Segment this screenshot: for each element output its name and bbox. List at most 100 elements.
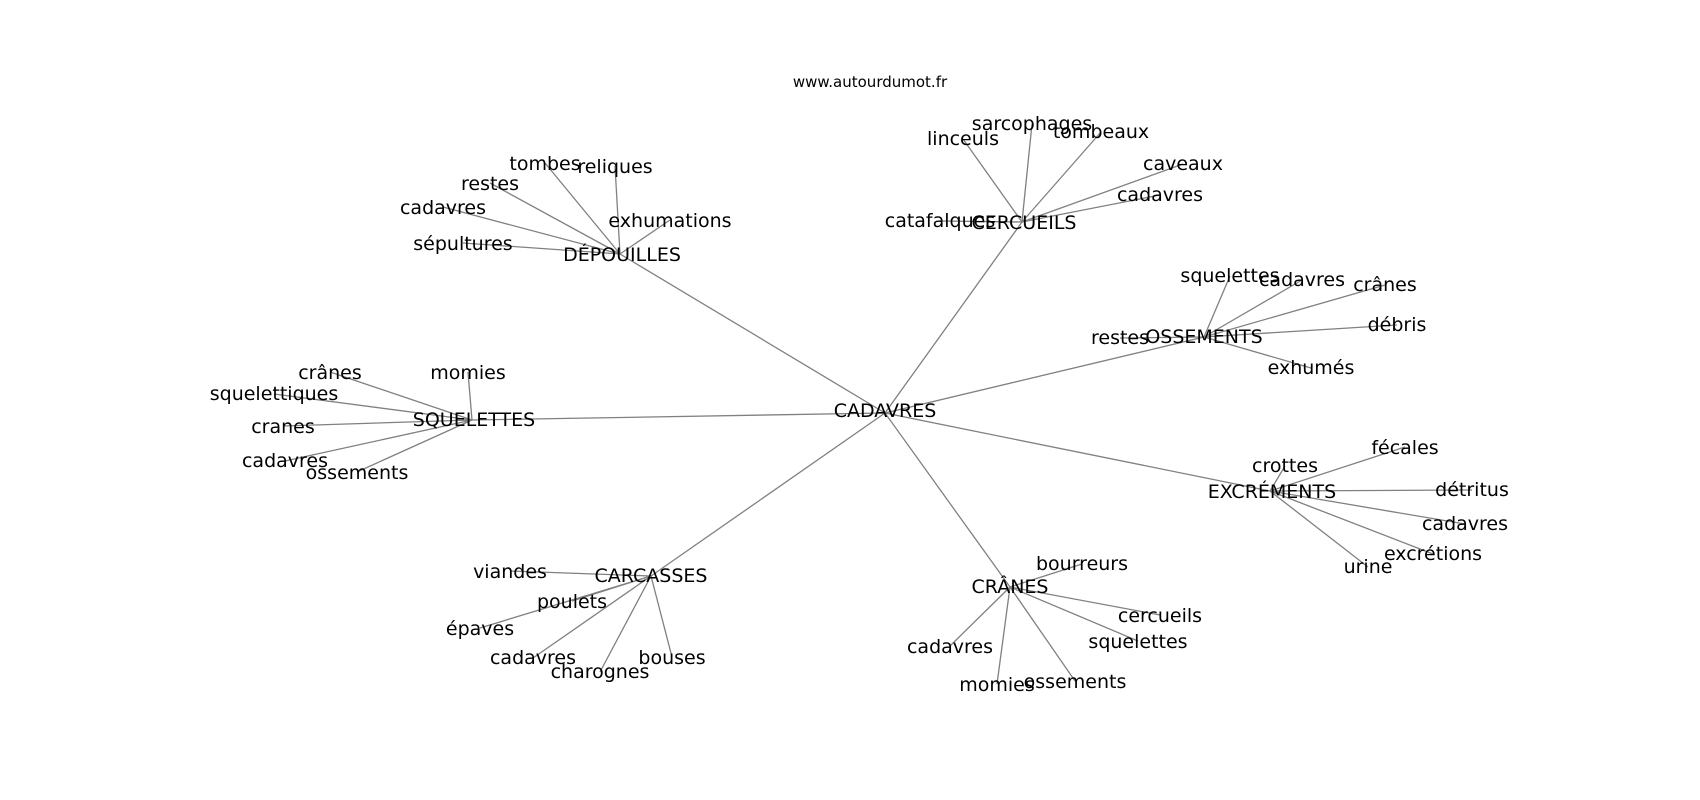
hub-to-word-edge	[1269, 490, 1434, 555]
hub-word[interactable]: OSSEMENTS	[1145, 326, 1262, 348]
leaf-word[interactable]: bourreurs	[1036, 553, 1128, 575]
center-to-hub-edge	[471, 412, 886, 421]
leaf-word[interactable]: sépultures	[413, 233, 512, 255]
leaf-word[interactable]: poulets	[537, 591, 607, 613]
leaf-word[interactable]: cadavres	[400, 197, 486, 219]
leaf-word[interactable]: excrétions	[1384, 543, 1482, 565]
leaf-word[interactable]: cadavres	[242, 450, 328, 472]
hub-word[interactable]: CARCASSES	[595, 565, 708, 587]
leaf-word[interactable]: fécales	[1371, 437, 1438, 459]
hub-to-word-edge	[1021, 194, 1161, 223]
leaf-word[interactable]: ossements	[1024, 671, 1127, 693]
leaf-word[interactable]: exhumations	[608, 210, 731, 232]
center-to-hub-edge	[884, 412, 1271, 492]
leaf-word[interactable]: catafalques	[885, 210, 995, 232]
hub-word[interactable]: DÉPOUILLES	[563, 243, 681, 266]
leaf-word[interactable]: urine	[1344, 556, 1393, 578]
leaf-word[interactable]: cadavres	[490, 647, 576, 669]
leaf-word[interactable]: charognes	[551, 661, 650, 683]
leaf-word[interactable]: exhumés	[1268, 357, 1355, 379]
leaf-word[interactable]: squelettiques	[210, 383, 339, 405]
leaf-word[interactable]: reliques	[577, 156, 652, 178]
hub-to-word-edge	[1021, 123, 1033, 223]
hub-to-word-edge	[462, 242, 621, 255]
leaf-word[interactable]: restes	[1091, 327, 1149, 349]
hub-to-word-edge	[1119, 336, 1205, 339]
leaf-word[interactable]: tombeaux	[1053, 121, 1149, 143]
hub-to-word-edge	[619, 219, 671, 255]
hub-word[interactable]: EXCRÉMENTS	[1208, 480, 1336, 503]
hub-to-word-edge	[1203, 336, 1312, 369]
center-to-hub-edge	[650, 412, 886, 577]
hub-to-word-edge	[1269, 490, 1369, 568]
leaf-word[interactable]: cercueils	[1118, 605, 1202, 627]
hub-to-word-edge	[1269, 446, 1406, 492]
hub-to-word-edge	[1269, 465, 1286, 492]
hub-to-word-edge	[479, 575, 652, 629]
hub-word[interactable]: CRÂNES	[972, 575, 1049, 598]
center-word[interactable]: CADAVRES	[834, 400, 937, 422]
center-to-hub-edge	[884, 221, 1023, 414]
hub-to-word-edge	[356, 419, 473, 473]
leaf-word[interactable]: restes	[461, 173, 519, 195]
leaf-word[interactable]: débris	[1368, 314, 1427, 336]
leaf-word[interactable]: sarcophages	[972, 113, 1092, 135]
leaf-word[interactable]: cadavres	[907, 636, 993, 658]
leaf-word[interactable]: cadavres	[1422, 513, 1508, 535]
hub-to-word-edge	[1269, 489, 1473, 492]
hub-to-word-edge	[467, 371, 473, 421]
hub-to-word-edge	[1203, 324, 1398, 338]
hub-to-word-edge	[1203, 275, 1231, 338]
leaf-word[interactable]: momies	[430, 362, 506, 384]
leaf-word[interactable]: momies	[959, 674, 1035, 696]
center-to-hub-edge	[619, 253, 886, 414]
center-to-hub-edge	[884, 336, 1205, 414]
hub-to-word-edge	[1009, 586, 1161, 616]
leaf-word[interactable]: cadavres	[1117, 184, 1203, 206]
leaf-word[interactable]: épaves	[446, 618, 514, 640]
hub-word[interactable]: CERCUEILS	[972, 212, 1077, 234]
leaf-word[interactable]: tombes	[509, 153, 580, 175]
hub-to-word-edge	[1021, 131, 1102, 223]
leaf-word[interactable]: squelettes	[1088, 631, 1187, 653]
leaf-word[interactable]: détritus	[1435, 479, 1509, 501]
edges-layer	[273, 123, 1473, 685]
hub-word[interactable]: SQUELETTES	[413, 409, 535, 431]
hub-to-word-edge	[1009, 586, 1139, 642]
hub-to-word-edge	[489, 182, 621, 255]
hub-to-word-edge	[1009, 586, 1076, 682]
center-to-hub-edge	[884, 412, 1011, 588]
leaf-word[interactable]: crânes	[298, 362, 362, 384]
hub-to-word-edge	[509, 570, 652, 577]
hub-to-word-edge	[1009, 563, 1083, 588]
hub-to-word-edge	[282, 419, 473, 427]
hub-to-word-edge	[650, 575, 673, 658]
hub-to-word-edge	[1203, 279, 1303, 338]
hub-to-word-edge	[599, 575, 652, 673]
hub-to-word-edge	[996, 586, 1011, 685]
leaf-word[interactable]: crânes	[1353, 274, 1417, 296]
hub-to-word-edge	[329, 371, 473, 421]
hub-to-word-edge	[1203, 284, 1386, 338]
leaf-word[interactable]: bouses	[638, 647, 705, 669]
hub-to-word-edge	[273, 393, 473, 421]
leaf-word[interactable]: squelettes	[1180, 265, 1279, 287]
labels-layer: www.autourdumot.fr CADAVRES tombesreliqu…	[210, 73, 1509, 696]
hub-to-word-edge	[614, 165, 621, 255]
leaf-word[interactable]: caveaux	[1143, 153, 1223, 175]
hub-to-word-edge	[532, 575, 652, 659]
hub-to-word-edge	[949, 586, 1011, 647]
leaf-word[interactable]: ossements	[306, 462, 409, 484]
hub-to-word-edge	[1021, 163, 1184, 223]
hub-to-word-edge	[1269, 490, 1466, 525]
leaf-word[interactable]: crottes	[1252, 455, 1318, 477]
leaf-word[interactable]: cadavres	[1259, 269, 1345, 291]
hub-to-word-edge	[284, 419, 473, 462]
site-url: www.autourdumot.fr	[793, 73, 948, 91]
leaf-word[interactable]: cranes	[251, 416, 315, 438]
hub-to-word-edge	[442, 206, 621, 255]
hub-to-word-edge	[544, 162, 621, 255]
leaf-word[interactable]: viandes	[473, 561, 547, 583]
leaf-word[interactable]: linceuls	[927, 128, 999, 150]
